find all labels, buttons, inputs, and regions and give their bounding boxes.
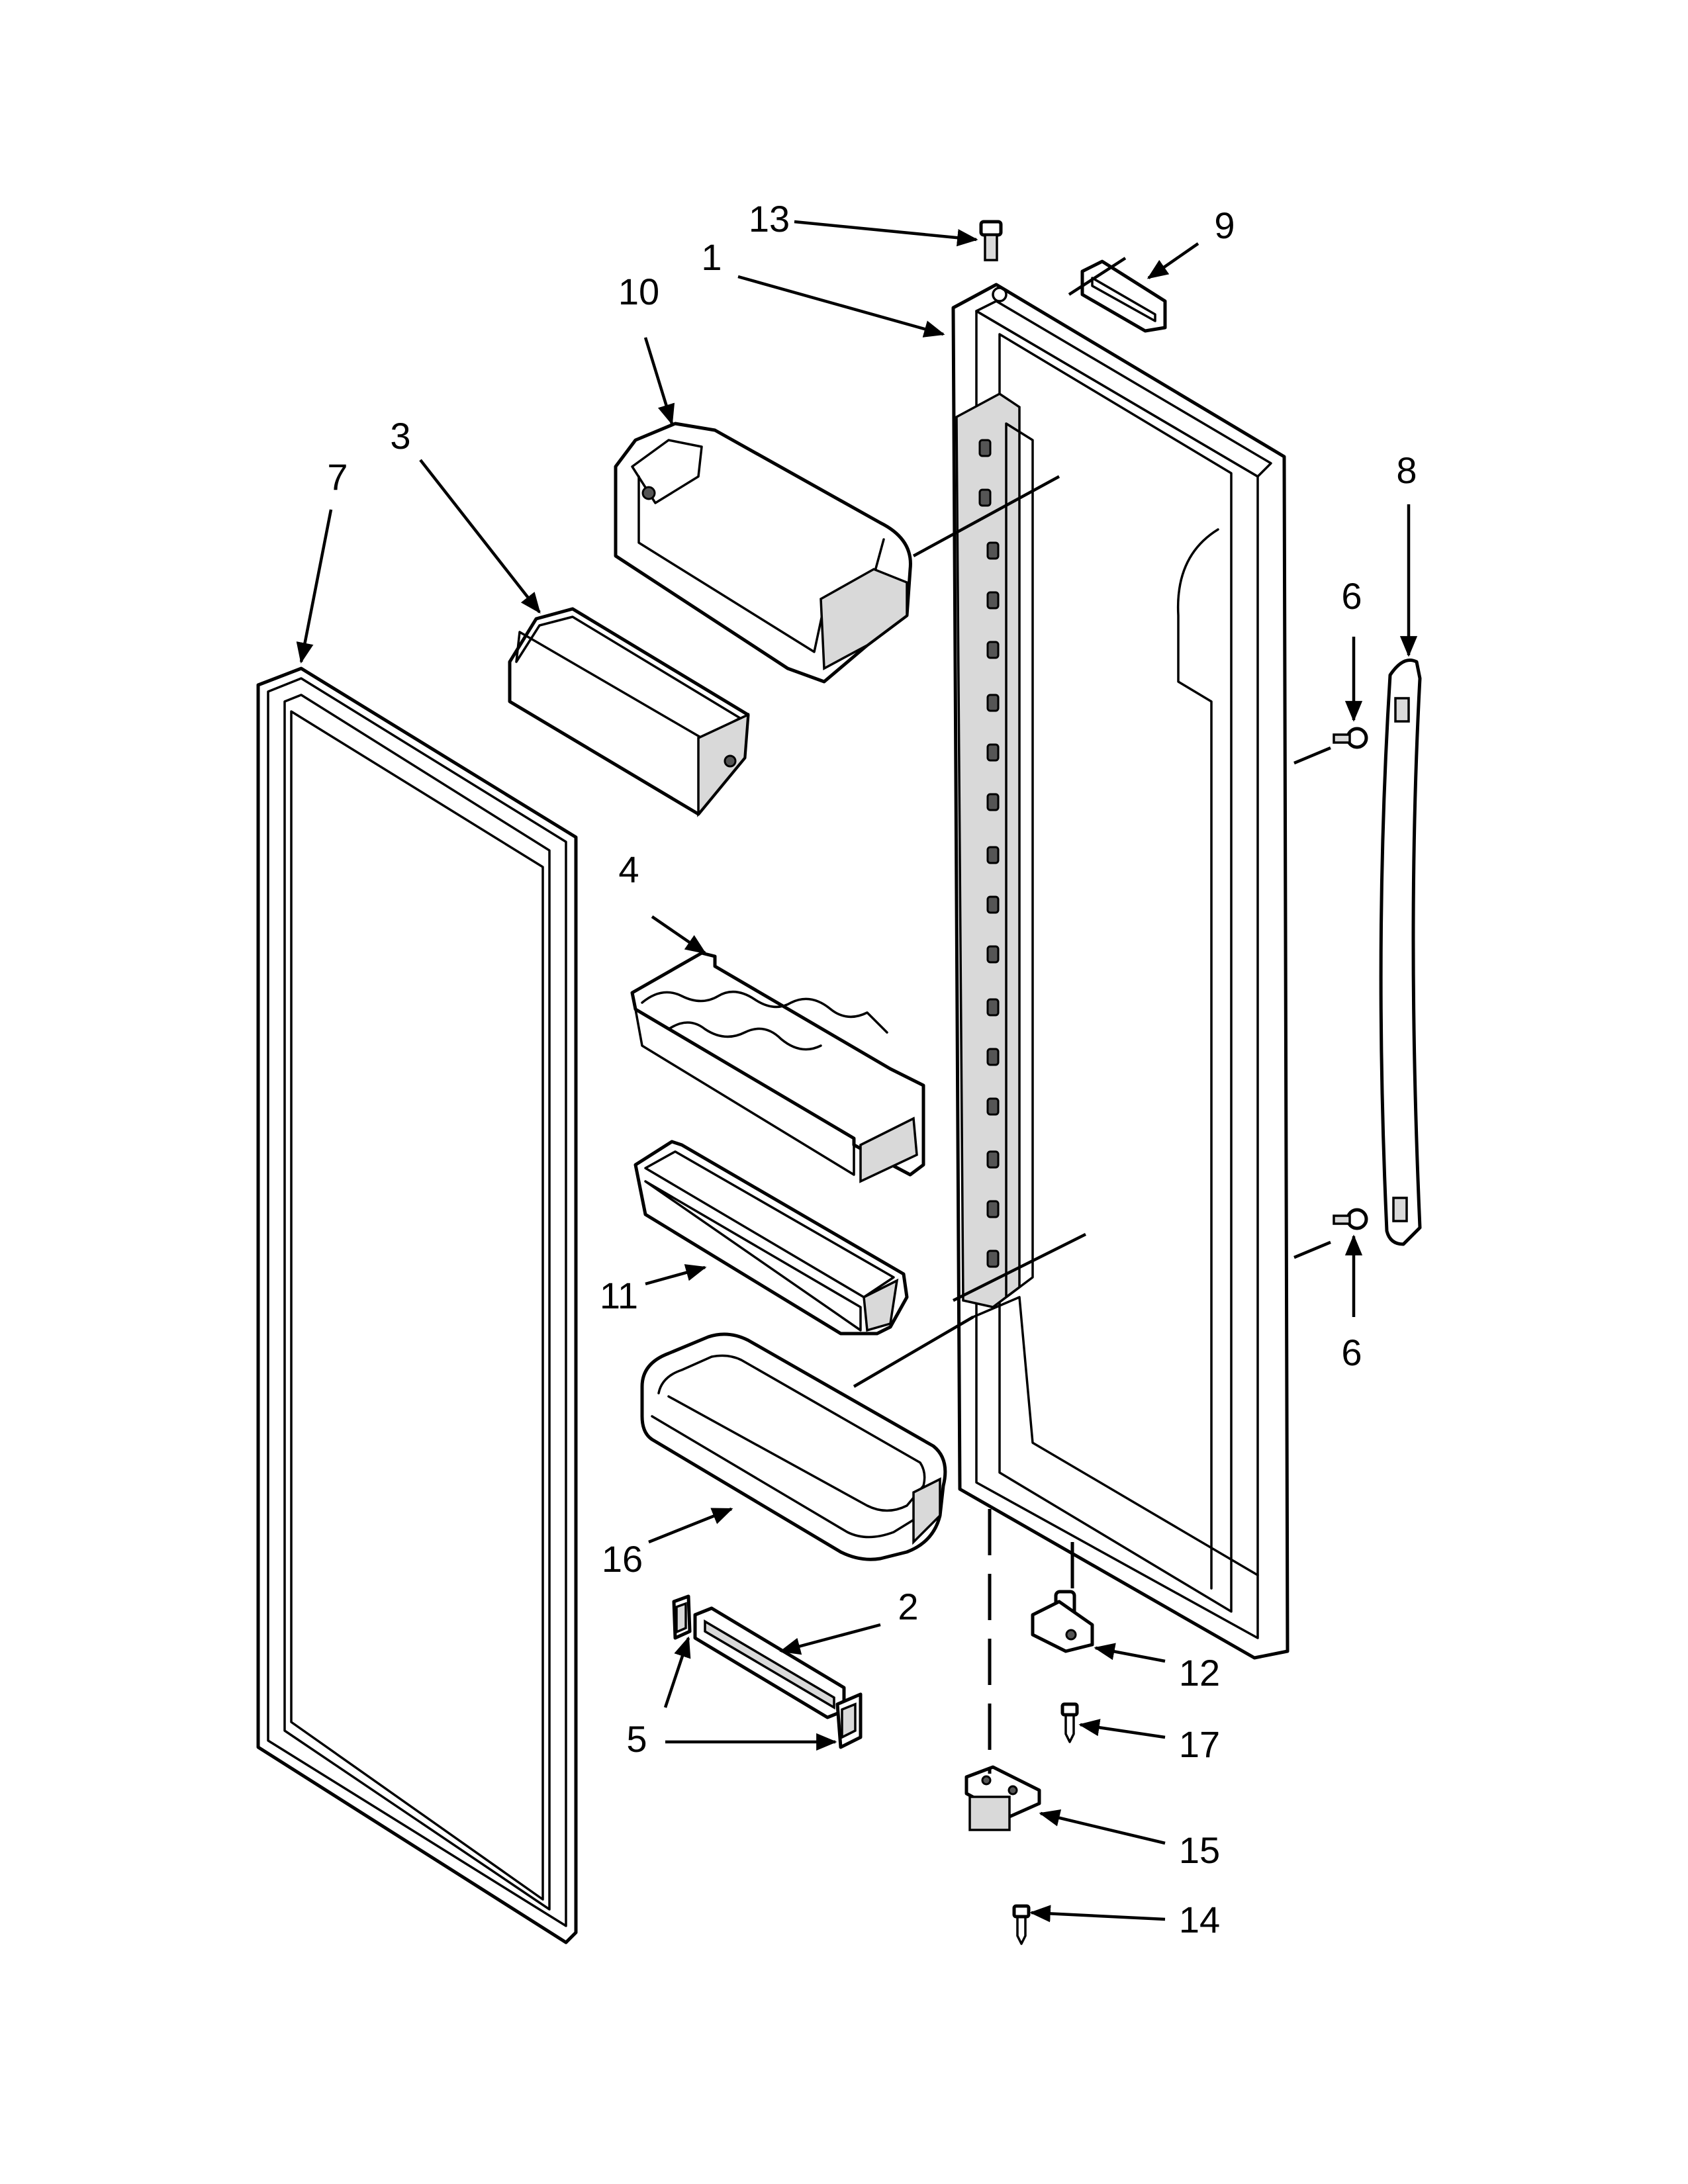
large-door-bin (640, 1332, 947, 1561)
handle-screw-upper (1333, 727, 1368, 749)
callout-2: 2 (898, 1586, 918, 1627)
callout-1: 1 (701, 236, 722, 278)
hinge-screw-14 (1012, 1904, 1031, 1945)
upper-dairy-bin (614, 422, 912, 684)
can-rack (630, 951, 925, 1183)
callout-11: 11 (600, 1275, 638, 1316)
dairy-door (508, 607, 750, 817)
callout-10: 10 (618, 271, 659, 312)
door-label (1080, 259, 1167, 333)
lower-hinge-bracket (1031, 1590, 1094, 1653)
small-door-bin (633, 1140, 909, 1336)
callout-17: 17 (1179, 1723, 1220, 1765)
assembly-lines (853, 257, 1331, 1774)
door-gasket (256, 666, 578, 1944)
callout-9: 9 (1214, 205, 1235, 246)
hinge-screw-17 (1060, 1702, 1079, 1743)
callout-16: 16 (602, 1538, 643, 1580)
callout-12: 12 (1179, 1652, 1220, 1694)
callout-6-lower: 6 (1341, 1332, 1362, 1373)
shelf-track-slots (978, 439, 1000, 1268)
bin-end-cap-left (672, 1594, 692, 1640)
callout-3: 3 (390, 415, 410, 457)
leader-arrows (296, 220, 1418, 1923)
callout-6-upper: 6 (1341, 575, 1362, 617)
callout-15: 15 (1179, 1829, 1220, 1871)
hinge-plate (964, 1765, 1041, 1831)
bin-end-cap-right (835, 1692, 863, 1749)
handle-trim (1379, 659, 1422, 1246)
callout-4: 4 (618, 848, 639, 890)
callout-labels: 13 1 9 10 3 7 8 6 4 11 6 16 2 12 5 17 15… (327, 198, 1417, 1940)
door-liner (951, 283, 1289, 1660)
bin-trim-bar (693, 1606, 846, 1719)
callout-13: 13 (749, 198, 790, 240)
callout-14: 14 (1179, 1899, 1220, 1940)
handle-screw-lower (1333, 1208, 1368, 1230)
callout-7: 7 (327, 456, 348, 498)
callout-5: 5 (626, 1718, 647, 1760)
callout-8: 8 (1396, 449, 1417, 491)
top-hinge-bushing (979, 220, 1008, 302)
